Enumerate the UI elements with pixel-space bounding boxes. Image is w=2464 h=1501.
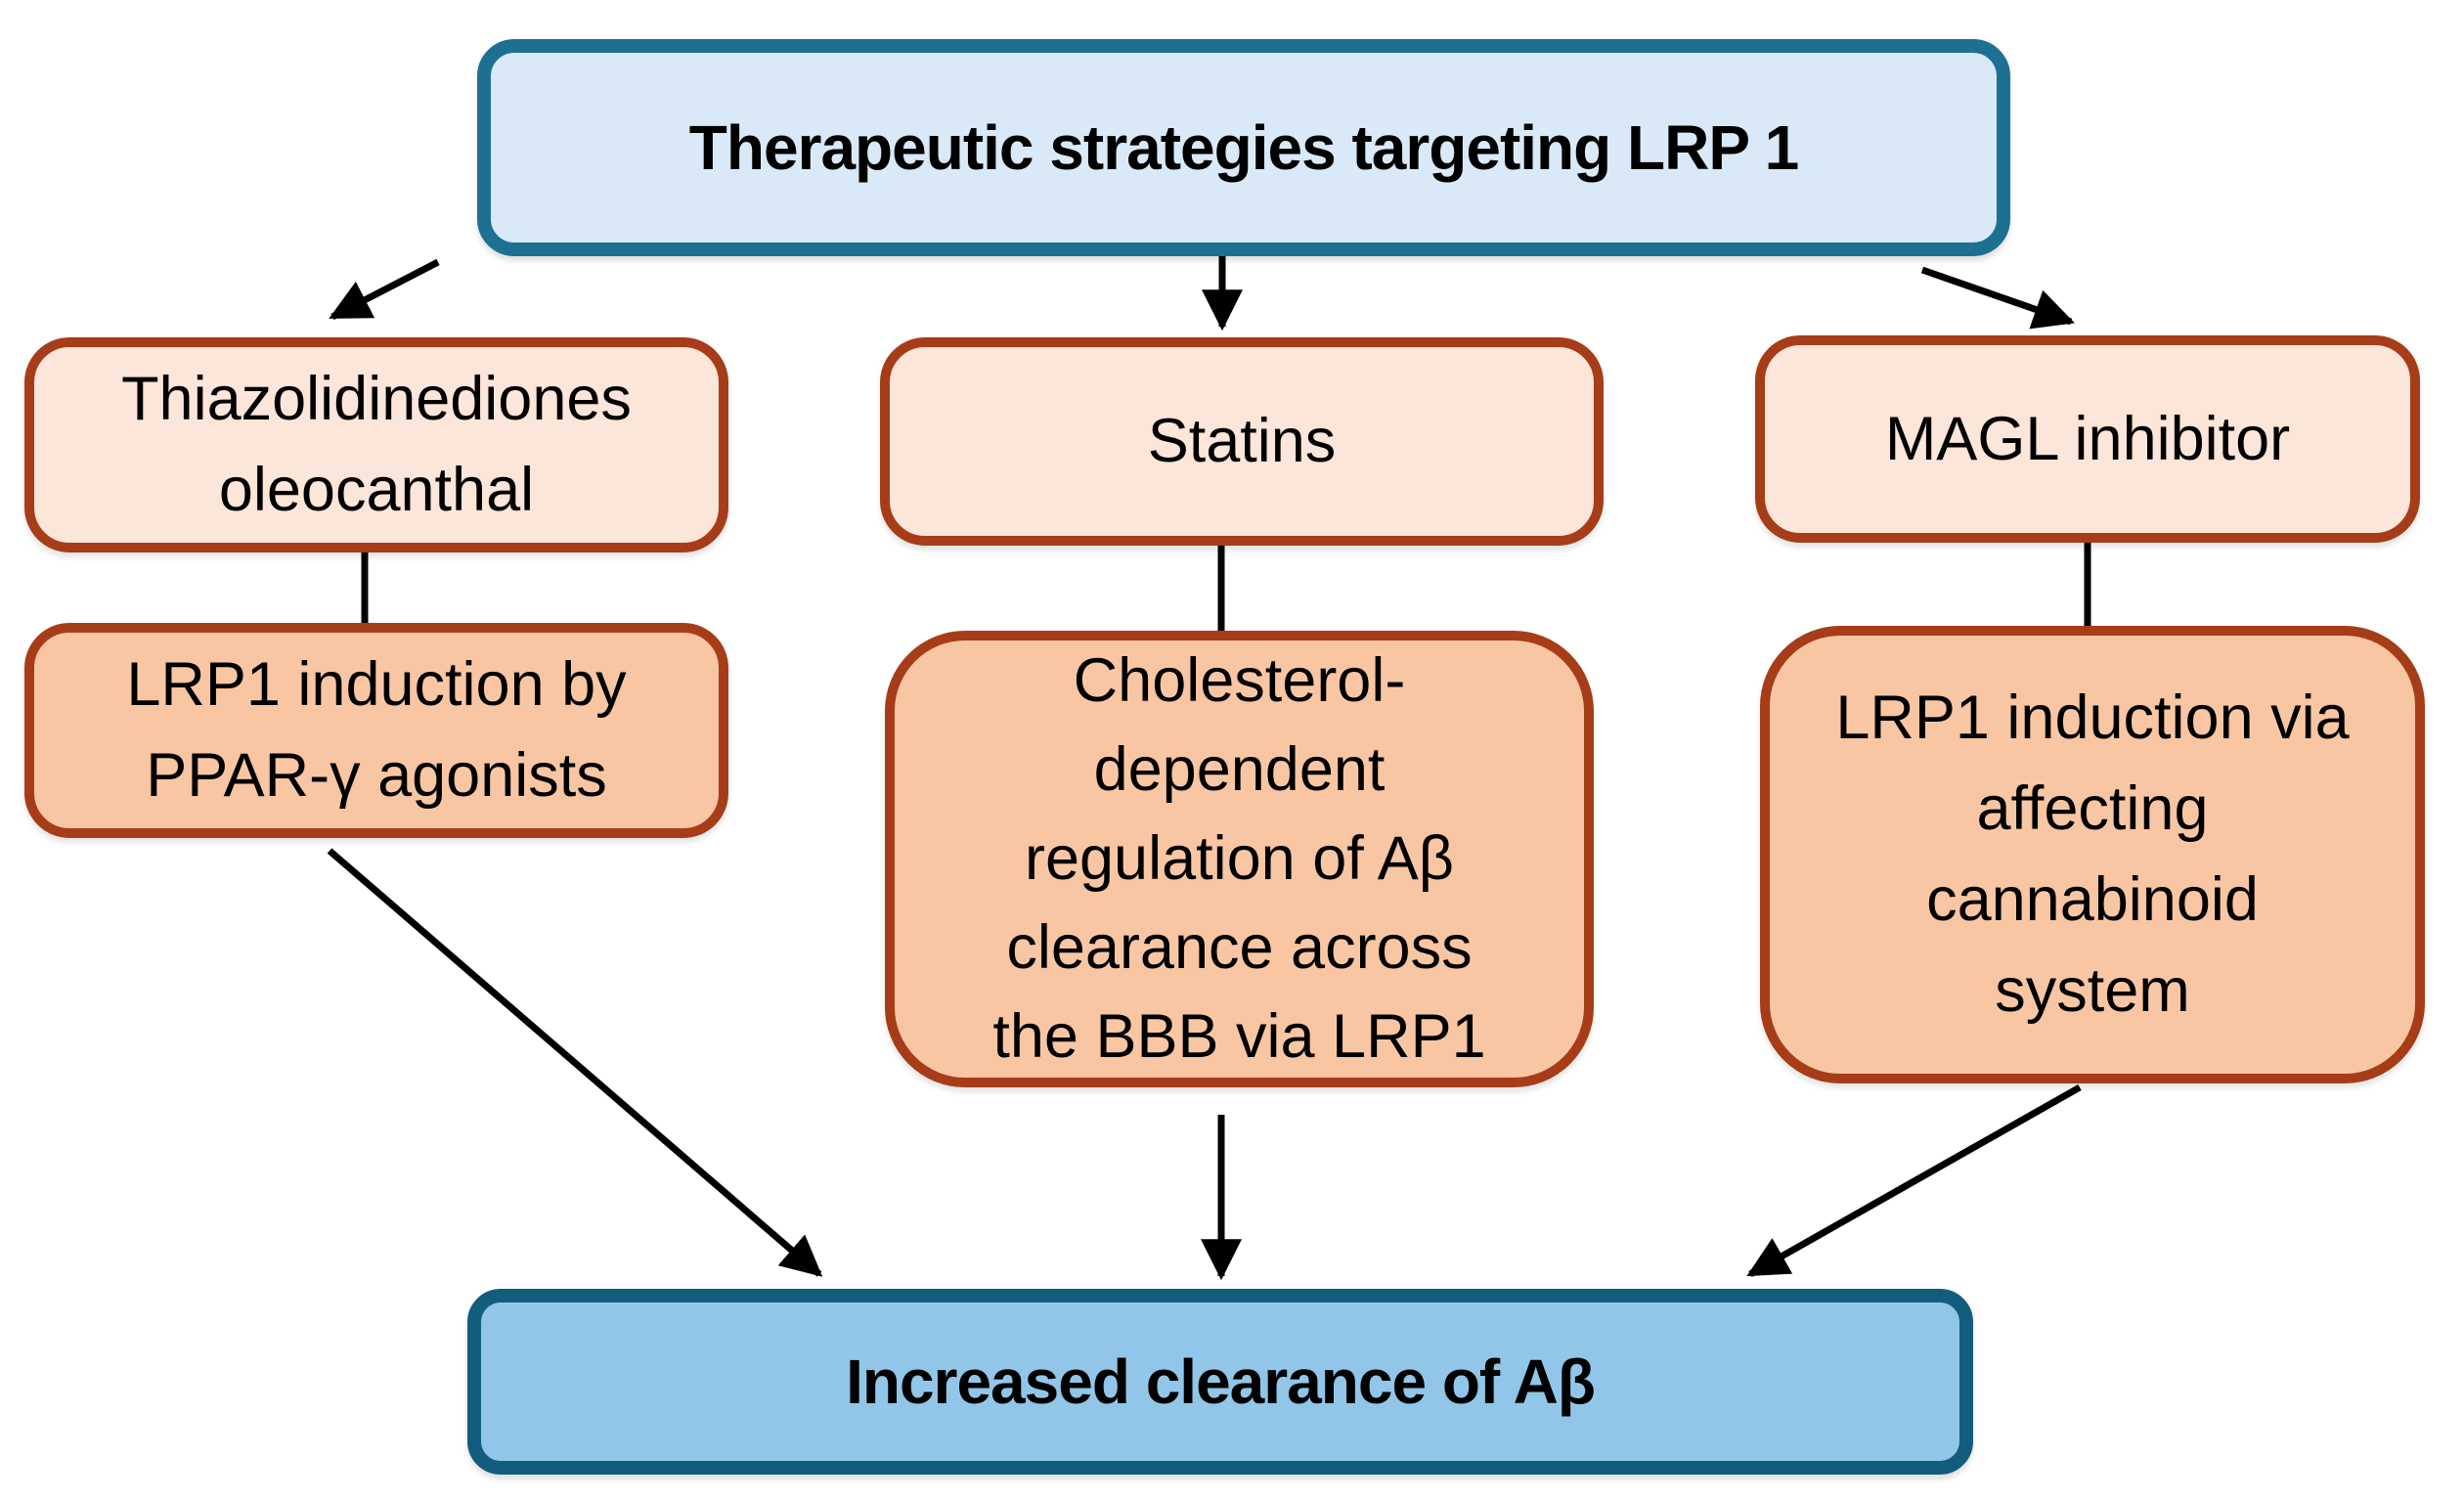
mechanism-box-ppar-agonists: LRP1 induction by PPAR-γ agonists xyxy=(24,623,728,838)
arrow-cannabinoid-to-outcome xyxy=(1746,1083,2082,1278)
strategy-box-statins: Statins xyxy=(880,337,1604,546)
arrow-title-to-magl xyxy=(1920,266,2075,330)
strategy-text: Thiazolidinediones oleocanthal xyxy=(121,365,632,524)
mechanism-text: LRP1 induction by PPAR-γ agonists xyxy=(126,650,627,810)
title-box: Therapeutic strategies targeting LRP 1 xyxy=(477,39,2010,256)
arrow-ppar-to-outcome xyxy=(327,848,823,1277)
strategy-box-thiazolidinediones: Thiazolidinediones oleocanthal xyxy=(24,337,728,552)
mechanism-box-cholesterol-regulation: Cholesterol- dependent regulation of Aβ … xyxy=(885,631,1594,1087)
outcome-text: Increased clearance of Aβ xyxy=(846,1346,1596,1417)
arrow-title-to-thiazolidinediones xyxy=(329,258,440,321)
strategy-text: MAGL inhibitor xyxy=(1884,404,2291,473)
title-text: Therapeutic strategies targeting LRP 1 xyxy=(688,112,1799,183)
strategy-text: Statins xyxy=(1147,407,1337,475)
strategy-box-magl-inhibitor: MAGL inhibitor xyxy=(1755,335,2420,543)
mechanism-text: Cholesterol- dependent regulation of Aβ … xyxy=(992,646,1486,1071)
outcome-box: Increased clearance of Aβ xyxy=(467,1289,1973,1475)
mechanism-text: LRP1 induction via affecting cannabinoid… xyxy=(1835,684,2350,1025)
mechanism-box-cannabinoid-system: LRP1 induction via affecting cannabinoid… xyxy=(1760,626,2425,1083)
